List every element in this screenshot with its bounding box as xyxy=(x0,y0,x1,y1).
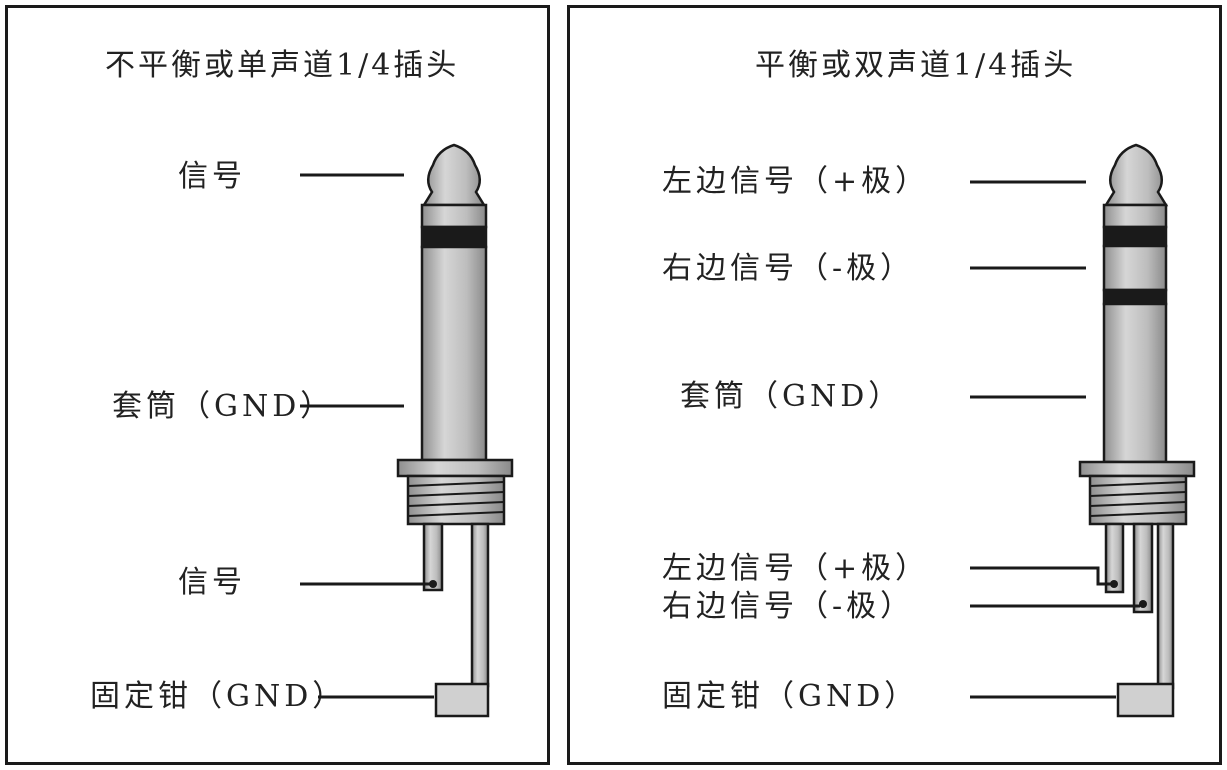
stereo-clamp-label: 固定钳（GND） xyxy=(662,679,919,714)
stereo-ring-label: 右边信号（-极） xyxy=(662,251,915,286)
stereo-left-terminal xyxy=(1104,522,1125,594)
stereo-sleeve xyxy=(1102,302,1168,464)
stereo-plug-title: 平衡或双声道1/4插头 xyxy=(755,48,1077,83)
stereo-sleeve-label: 套筒（GND） xyxy=(680,379,903,414)
mono-tip xyxy=(421,143,487,207)
mono-plug xyxy=(396,143,514,718)
stereo-terminal-right-label: 右边信号（-极） xyxy=(662,589,915,624)
stereo-collar xyxy=(1078,460,1196,478)
mono-collar xyxy=(396,458,514,478)
mono-insulator xyxy=(420,225,488,249)
mono-tip-label: 信号 xyxy=(178,159,246,194)
mono-sleeve-label: 套筒（GND） xyxy=(112,389,335,424)
mono-clamp xyxy=(434,682,490,718)
stereo-ground-strap xyxy=(1156,522,1175,690)
stereo-plug xyxy=(1078,143,1196,718)
stereo-clamp xyxy=(1116,682,1175,718)
stereo-right-terminal xyxy=(1132,522,1154,614)
stereo-left-solder-point xyxy=(1110,580,1118,588)
mono-tip-neck xyxy=(420,203,488,229)
mono-terminal-label: 信号 xyxy=(178,565,246,600)
stereo-tip-label: 左边信号（+极） xyxy=(662,164,930,199)
mono-plug-title: 不平衡或单声道1/4插头 xyxy=(105,48,460,83)
stereo-insulator-2 xyxy=(1102,288,1168,306)
stereo-tip xyxy=(1103,143,1169,207)
stereo-tip-neck xyxy=(1102,203,1168,229)
mono-sleeve xyxy=(420,245,488,462)
mono-leader-lines xyxy=(300,173,434,699)
stereo-right-solder-point xyxy=(1139,600,1147,608)
stereo-leader-lines xyxy=(970,180,1140,699)
stereo-terminal-left-label: 左边信号（+极） xyxy=(662,551,930,586)
mono-solder-point xyxy=(429,580,437,588)
mono-ground-strap xyxy=(470,522,490,688)
stereo-insulator-1 xyxy=(1102,225,1168,248)
mono-clamp-label: 固定钳（GND） xyxy=(90,679,347,714)
mono-signal-terminal xyxy=(422,522,444,592)
stereo-ring xyxy=(1102,244,1168,292)
